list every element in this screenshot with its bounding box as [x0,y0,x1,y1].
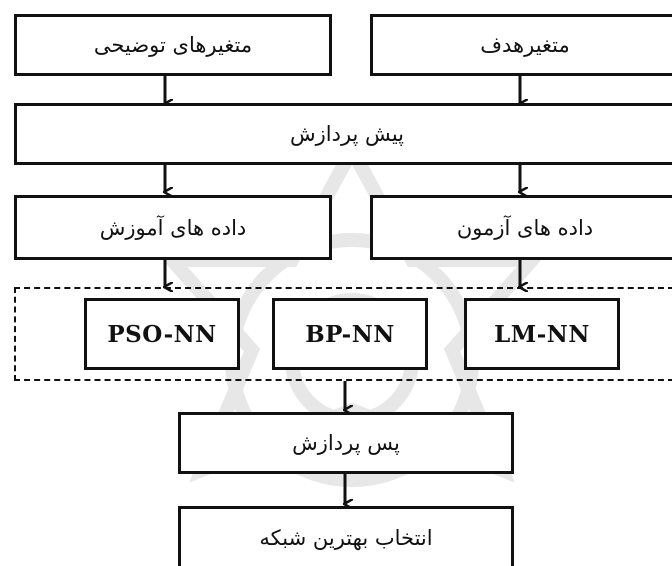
node-label: متغیرهدف [480,33,570,57]
node-model-pso: PSO-NN [84,298,240,370]
node-target-variable: متغیرهدف [370,14,672,76]
node-label: پیش پردازش [289,122,405,146]
node-label: پس پردازش [292,431,400,455]
node-label: داده های آزمون [456,215,594,240]
node-label: BP-NN [305,320,395,348]
node-label: انتخاب بهترین شبکه [259,525,433,550]
node-label: LM-NN [494,320,590,348]
model-group [14,287,672,381]
node-label: متغیرهای توضیحی [93,33,253,57]
node-model-bp: BP-NN [272,298,428,370]
node-label: PSO-NN [107,320,217,348]
node-best-network: انتخاب بهترین شبکه [178,506,514,566]
node-test-data: داده های آزمون [370,195,672,260]
node-explanatory-variables: متغیرهای توضیحی [14,14,332,76]
node-postprocessing: پس پردازش [178,412,514,474]
node-preprocessing: پیش پردازش [14,103,672,165]
node-label: داده های آموزش [99,215,247,240]
node-training-data: داده های آموزش [14,195,332,260]
node-model-lm: LM-NN [464,298,620,370]
